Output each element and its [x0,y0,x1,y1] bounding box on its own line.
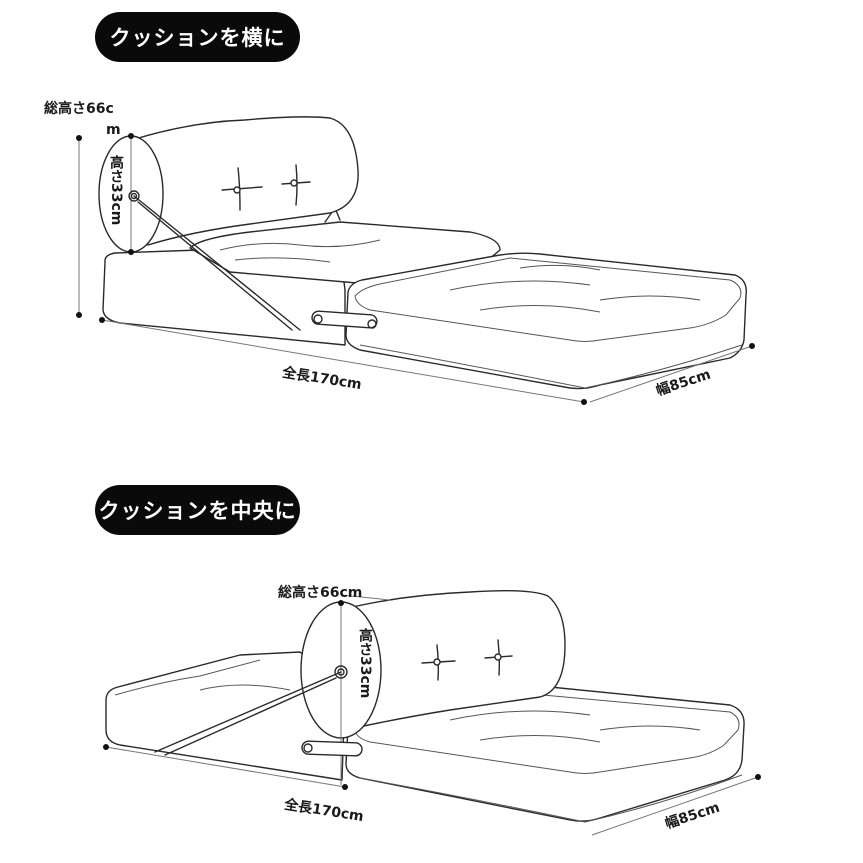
cushion-height-label: 高さ33cm [357,628,373,699]
total-height-label-cont: m [106,122,121,138]
section-title-text: クッションを横に [109,26,286,50]
section-title-cushion-center: クッションを中央に [95,485,300,535]
total-height-label: 総高さ66c [44,101,114,117]
total-height-label: 総高さ66cm [278,585,363,601]
section-title-text: クッションを中央に [98,499,297,523]
cushion-height-label: 高さ33cm [108,155,124,226]
section-title-cushion-side: クッションを横に [95,12,300,62]
